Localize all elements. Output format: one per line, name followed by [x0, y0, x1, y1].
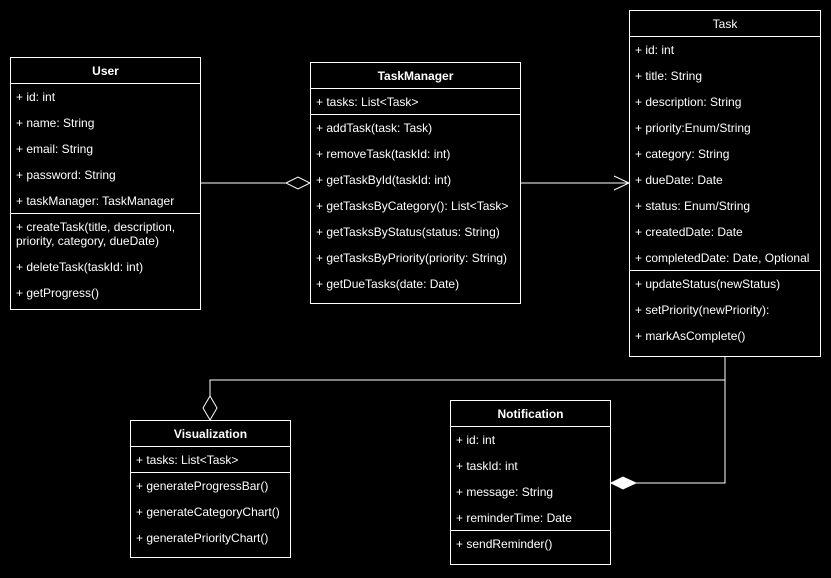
task-attribute: + description: String [635, 95, 742, 109]
visualization-attribute: + tasks: List<Task> [136, 453, 239, 467]
notification-methods: + sendReminder() [451, 531, 610, 556]
notification-attribute: + reminderTime: Date [456, 511, 572, 525]
task-attribute: + dueDate: Date [635, 173, 723, 187]
task-attribute: + priority:Enum/String [635, 121, 751, 135]
taskmanager-attribute: + tasks: List<Task> [316, 95, 419, 109]
taskmanager-method: + getTaskById(taskId: int) [316, 173, 452, 187]
taskmanager-class-name: TaskManager [311, 63, 520, 89]
notification-attributes: + id: int + taskId: int + message: String +… [451, 427, 610, 531]
user-method: + getProgress() [16, 286, 100, 300]
task-class-name: Task [630, 11, 820, 37]
task-method: + updateStatus(newStatus) [635, 277, 781, 291]
aggregation-diamond-icon [284, 176, 312, 190]
taskmanager-method: + addTask(task: Task) [316, 121, 433, 135]
visualization-method: + generateCategoryChart() [136, 505, 280, 519]
task-attribute: + title: String [635, 69, 703, 83]
user-method: + deleteTask(taskId: int) [16, 260, 144, 274]
user-method: + createTask(title, description, priorit… [16, 220, 176, 248]
user-attributes: + id: int + name: String + email: String + … [11, 84, 200, 214]
user-attribute: + taskManager: TaskManager [16, 194, 175, 208]
composition-diamond-icon [609, 476, 638, 490]
task-attribute: + createdDate: Date [635, 225, 743, 239]
user-class-name: User [11, 58, 200, 84]
notification-attribute: + id: int [456, 433, 496, 447]
taskmanager-attributes: + tasks: List<Task> [311, 89, 520, 115]
task-attribute: + status: Enum/String [635, 199, 751, 213]
notification-attribute: + taskId: int [456, 459, 518, 473]
task-notification-line [636, 380, 726, 484]
taskmanager-methods: + addTask(task: Task) + removeTask(taskId… [311, 115, 520, 296]
taskmanager-method: + getTasksByCategory(): List<Task> [316, 199, 509, 213]
visualization-attributes: + tasks: List<Task> [131, 447, 290, 473]
user-attribute: + name: String [16, 116, 95, 130]
visualization-method: + generateProgressBar() [136, 479, 269, 493]
task-methods: + updateStatus(newStatus) + setPriority(n… [630, 271, 820, 348]
visualization-methods: + generateProgressBar() + generateCategor… [131, 473, 290, 550]
taskmanager-task-association [521, 175, 631, 191]
task-class: Task + id: int + title: String + descripti… [629, 10, 821, 357]
user-attribute: + email: String [16, 142, 94, 156]
task-attribute: + category: String [635, 147, 730, 161]
task-method: + setPriority(newPriority): [635, 303, 770, 317]
user-attribute: + password: String [16, 168, 116, 182]
task-attribute: + completedDate: Date, Optional [635, 251, 810, 265]
visualization-class: Visualization + tasks: List<Task> + gene… [130, 420, 291, 558]
task-visualization-line [209, 357, 726, 396]
visualization-method: + generatePriorityChart() [136, 531, 269, 545]
taskmanager-class: TaskManager + tasks: List<Task> + addTas… [310, 62, 521, 304]
taskmanager-method: + getTasksByPriority(priority: String) [316, 251, 508, 265]
notification-class: Notification + id: int + taskId: int + mes… [450, 400, 611, 565]
task-method: + markAsComplete() [635, 329, 746, 343]
taskmanager-method: + getTasksByStatus(status: String) [316, 225, 500, 239]
task-attribute: + id: int [635, 43, 675, 57]
taskmanager-method: + getDueTasks(date: Date) [316, 277, 460, 291]
visualization-class-name: Visualization [131, 421, 290, 447]
notification-attribute: + message: String [456, 485, 554, 499]
taskmanager-method: + removeTask(taskId: int) [316, 147, 451, 161]
user-class: User + id: int + name: String + email: Str… [10, 57, 201, 310]
notification-class-name: Notification [451, 401, 610, 427]
task-attributes: + id: int + title: String + description: S… [630, 37, 820, 271]
user-taskmanager-aggregation [201, 176, 312, 190]
user-attribute: + id: int [16, 90, 56, 104]
aggregation-diamond-icon [202, 395, 218, 421]
notification-method: + sendReminder() [456, 537, 553, 551]
user-methods: + createTask(title, description, priorit… [11, 214, 200, 305]
task-notification-composition [609, 380, 726, 490]
